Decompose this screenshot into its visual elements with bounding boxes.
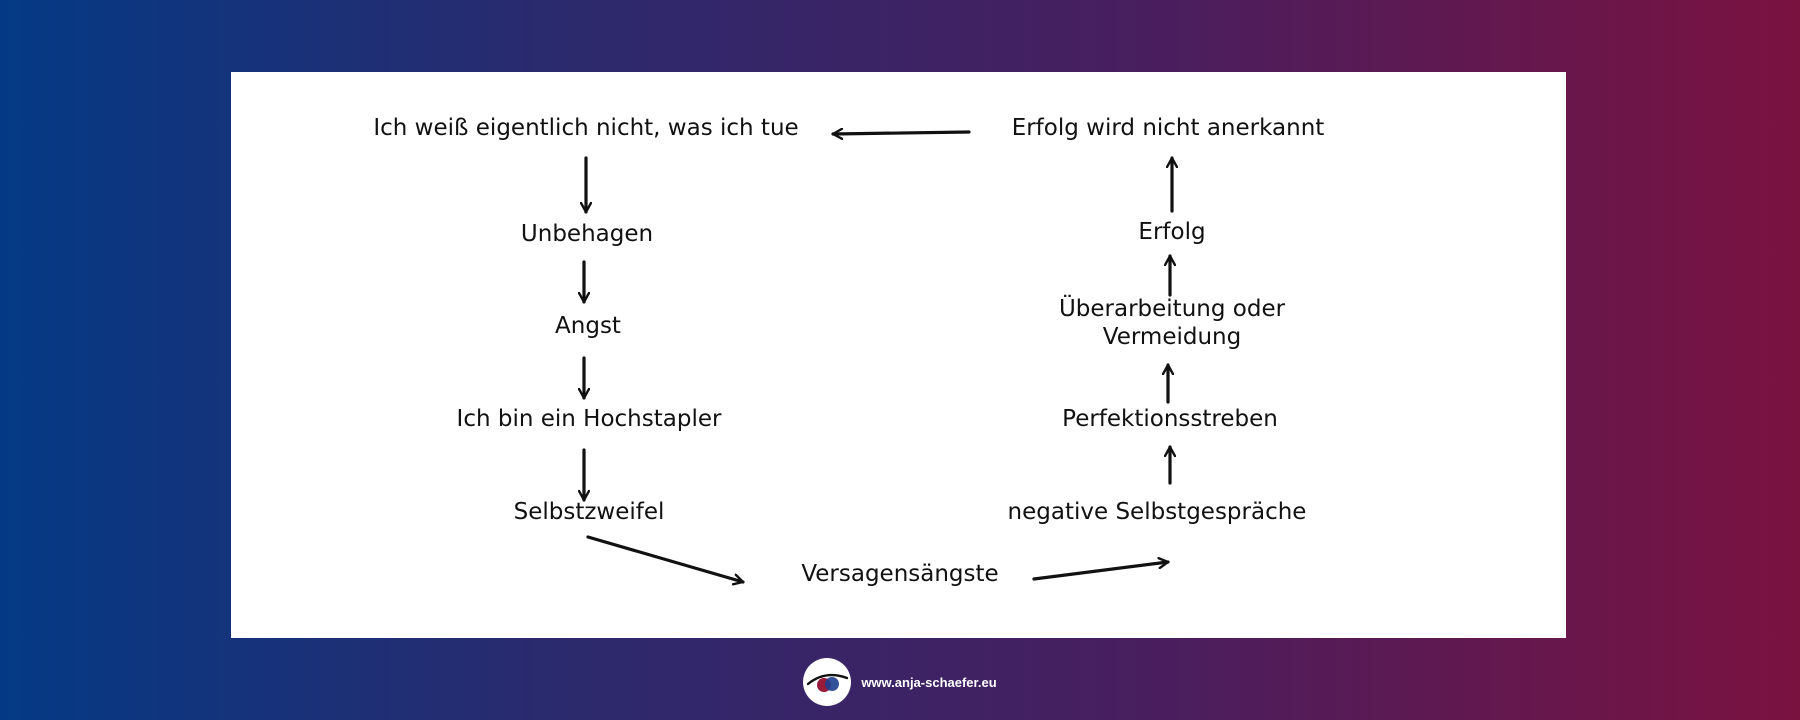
arrow-selbstzweifel-to-versagensaengste (586, 535, 745, 582)
node-hochstapler: Ich bin ein Hochstapler (456, 406, 722, 432)
node-ueberarbeitung-oder-vermeidung: Überarbeitung oder Vermeidung (1058, 296, 1286, 350)
node-selbstzweifel: Selbstzweifel (513, 499, 665, 525)
node-perfektionsstreben: Perfektionsstreben (1062, 406, 1278, 432)
footer-url[interactable]: www.anja-schaefer.eu (861, 674, 997, 690)
node-negative-selbstgespraeche: negative Selbstgespräche (1007, 499, 1307, 525)
arrow-versagensaengste-to-negative-selbstgespraeche (1032, 562, 1170, 581)
footer: www.anja-schaefer.eu (0, 656, 1800, 708)
node-versagensaengste: Versagensängste (801, 561, 999, 587)
arrow-erfolg-nicht-anerkannt-to-ich-weiss (831, 132, 971, 134)
node-ich-weiss-nicht: Ich weiß eigentlich nicht, was ich tue (373, 115, 799, 141)
node-erfolg: Erfolg (1138, 219, 1206, 245)
diagram-panel: Ich weiß eigentlich nicht, was ich tue U… (231, 72, 1566, 638)
arrows-layer (231, 72, 1566, 638)
node-angst: Angst (555, 313, 621, 339)
node-unbehagen: Unbehagen (520, 221, 654, 247)
node-erfolg-nicht-anerkannt: Erfolg wird nicht anerkannt (1011, 115, 1325, 141)
eye-logo-icon (803, 658, 852, 706)
